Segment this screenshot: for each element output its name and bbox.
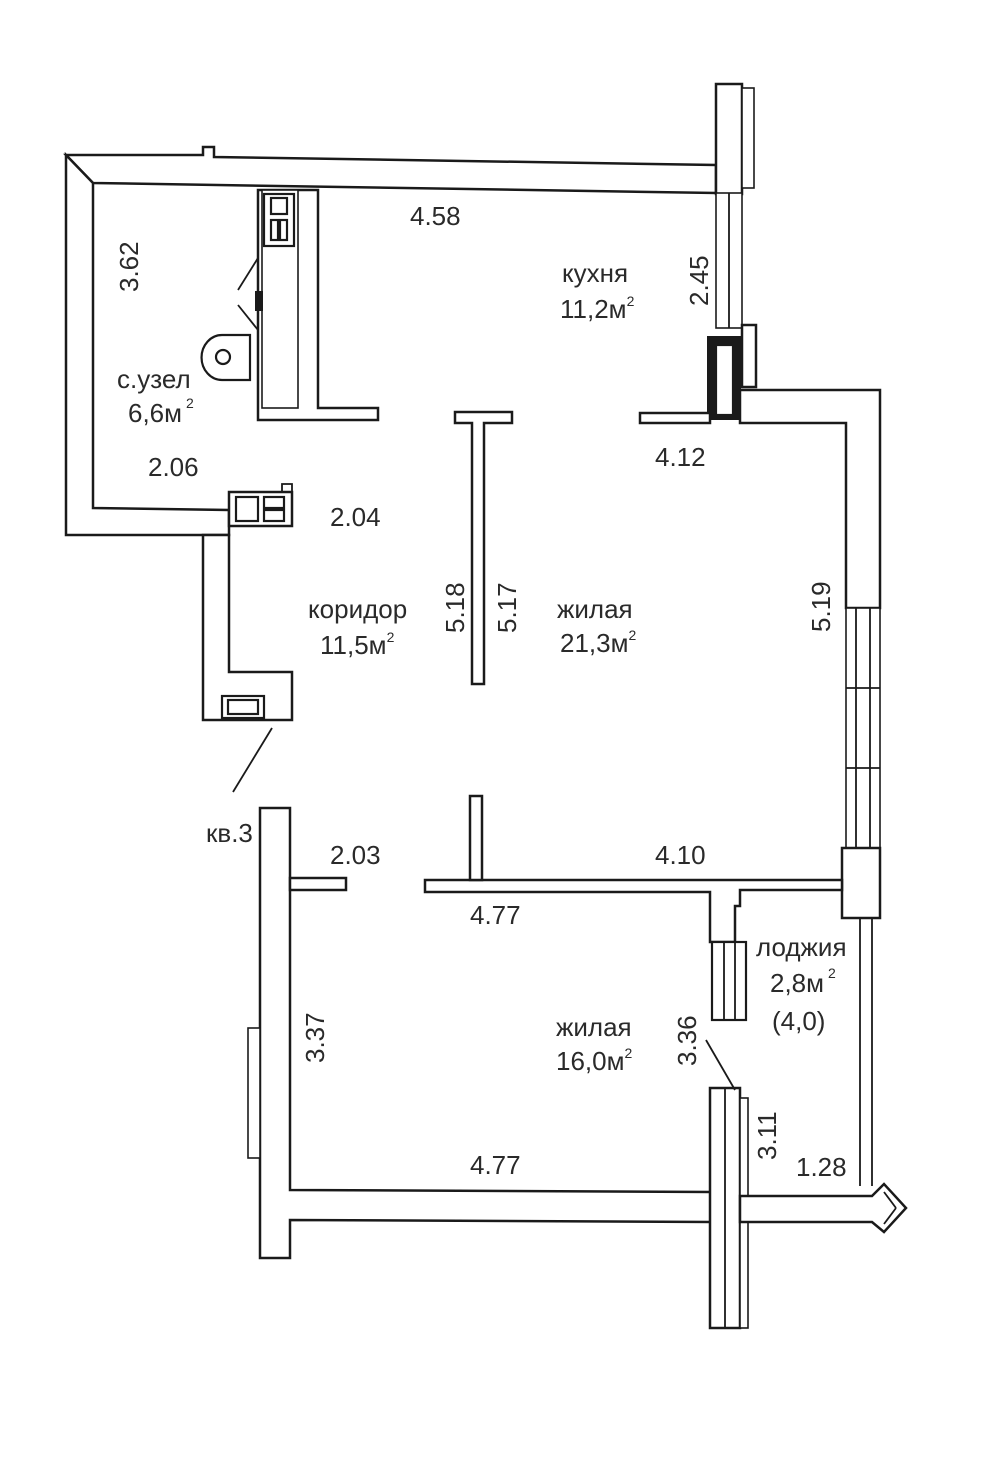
dim-corridor-top: 2.04: [330, 502, 381, 532]
room-area-living2: 16,0м2: [556, 1045, 632, 1076]
window-living1: [845, 607, 881, 849]
window-living2: [247, 1027, 261, 1159]
wall-loggia-bottom: [738, 1182, 908, 1234]
dim-corridor-bottom: 2.03: [330, 840, 381, 870]
wall-top: [63, 145, 718, 195]
room-area-corridor: 11,5м2: [320, 629, 395, 660]
room-area-living1: 21,3м2: [560, 627, 636, 658]
wall-partition-stub: [468, 794, 484, 882]
wall-living1-bottom: [423, 878, 844, 944]
wall-corridor-bottom-left: [288, 876, 348, 892]
toilet-icon: [200, 333, 252, 382]
room-name-loggia: лоджия: [756, 932, 847, 962]
bath-door: [237, 257, 259, 291]
room-extra-loggia: (4,0): [772, 1006, 825, 1036]
dim-living2-top: 4.77: [470, 900, 521, 930]
room-name-living1: жилая: [557, 594, 633, 624]
dim-living1-top: 4.12: [655, 442, 706, 472]
dim-partition-left: 5.18: [440, 582, 470, 633]
room-name-corridor: коридор: [308, 594, 407, 624]
loggia-radiator: [710, 940, 748, 1022]
wall-kitchen-right-top: [714, 82, 744, 196]
wall-left-corridor: [201, 533, 294, 722]
dim-loggia-bottom: 1.28: [796, 1152, 847, 1182]
room-name-bathroom: с.узел: [117, 364, 191, 394]
dim-kitchen-top: 4.58: [410, 201, 461, 231]
wall-living1-right: [738, 388, 882, 610]
apartment-label: кв.3: [206, 818, 253, 848]
wall-kitchen-right-top-outer: [741, 87, 755, 189]
wall-kitchen-right-post: [740, 323, 758, 389]
dim-living2-left: 3.37: [300, 1012, 330, 1063]
vent-box-top: [227, 483, 294, 528]
dim-living1-right: 5.19: [806, 581, 836, 632]
pier-living1-loggia: [840, 846, 882, 920]
wall-kitchen-stub: [638, 411, 712, 425]
dim-bath-bottom: 2.06: [148, 452, 199, 482]
dim-living2-right: 3.36: [672, 1015, 702, 1066]
room-area-kitchen: 11,2м2: [560, 293, 635, 324]
dim-partition-right: 5.17: [492, 582, 522, 633]
pier-pointer: [705, 1039, 736, 1091]
dim-loggia-side: 3.11: [752, 1111, 782, 1160]
dim-living2-bottom: 4.77: [470, 1150, 521, 1180]
partition-central: [453, 410, 514, 686]
room-name-kitchen: кухня: [562, 258, 628, 288]
room-name-living2: жилая: [556, 1012, 632, 1042]
dim-kitchen-right: 2.45: [684, 255, 714, 306]
apartment-pointer: [232, 727, 273, 793]
dim-bath-left: 3.62: [114, 241, 144, 292]
dim-living1-bottom: 4.10: [655, 840, 706, 870]
